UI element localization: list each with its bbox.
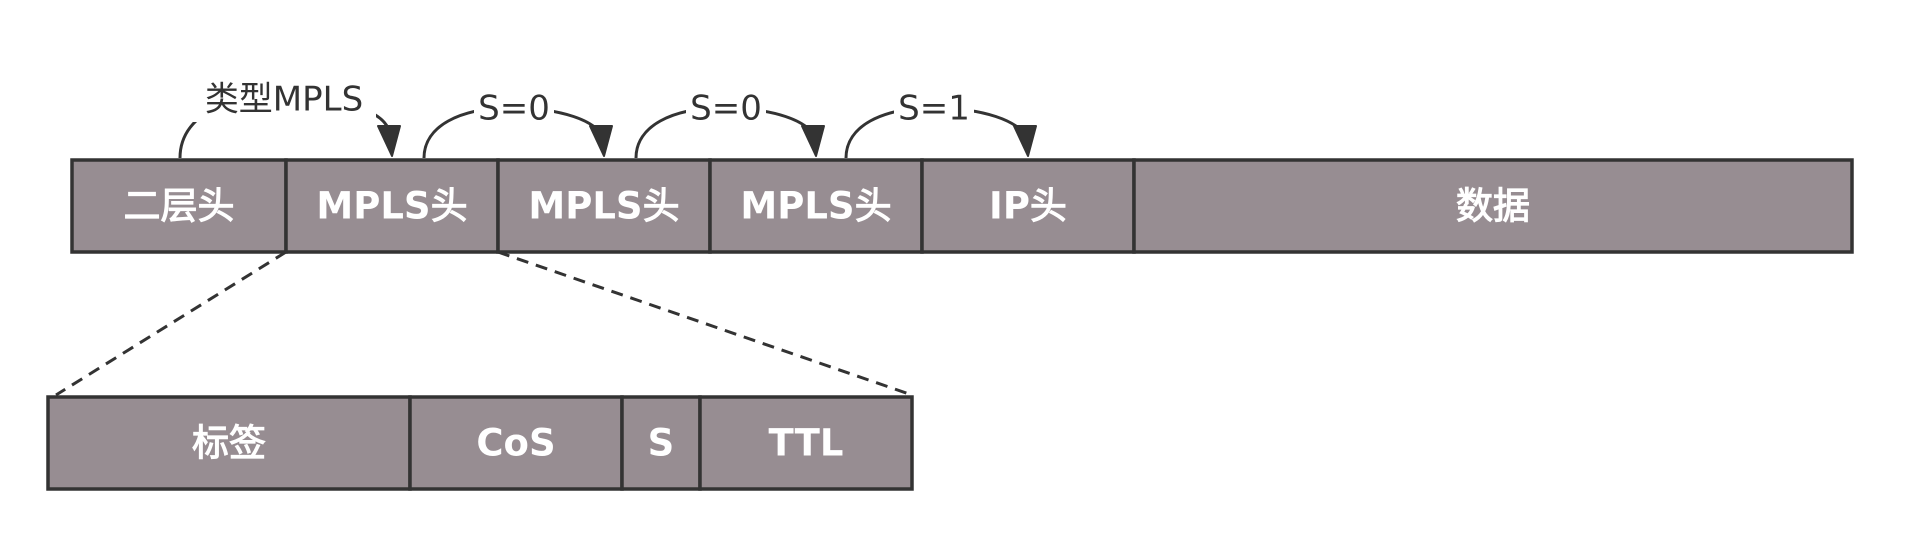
packet-field-mpls-header-2: MPLS头 <box>496 158 712 254</box>
arrow-type-mpls: 类型MPLS <box>178 78 401 159</box>
label-field-s: S <box>620 395 702 491</box>
arrowhead-icon <box>377 125 401 157</box>
arrow-label: S=1 <box>898 89 970 129</box>
label-field-label: 标签 <box>46 395 412 491</box>
label-field-ttl: TTL <box>698 395 914 491</box>
arrow-s0-second: S=0 <box>634 88 825 159</box>
packet-field-label: MPLS头 <box>740 185 891 228</box>
packet-field-label: MPLS头 <box>528 185 679 228</box>
arrowhead-icon <box>1013 125 1037 157</box>
packet-row: 二层头 MPLS头 MPLS头 MPLS头 IP头 数据 <box>70 158 1854 254</box>
label-field-text: TTL <box>769 422 844 465</box>
arrow-label: S=0 <box>478 89 550 129</box>
packet-field-label: IP头 <box>989 185 1067 228</box>
packet-field-ip-header: IP头 <box>920 158 1136 254</box>
arrowhead-icon <box>589 125 613 157</box>
zoom-line-right <box>497 250 913 397</box>
packet-field-label: MPLS头 <box>316 185 467 228</box>
arrow-label: S=0 <box>690 89 762 129</box>
label-field-text: CoS <box>476 422 555 465</box>
packet-field-label: 二层头 <box>124 185 235 228</box>
zoom-line-left <box>55 250 287 397</box>
packet-field-mpls-header-3: MPLS头 <box>708 158 924 254</box>
packet-field-l2-header: 二层头 <box>70 158 288 254</box>
label-field-cos: CoS <box>408 395 624 491</box>
label-field-text: S <box>648 422 675 465</box>
packet-field-data: 数据 <box>1132 158 1854 254</box>
arrowhead-icon <box>801 125 825 157</box>
arrow-s0-first: S=0 <box>422 88 613 159</box>
arrow-s1: S=1 <box>844 88 1037 159</box>
label-field-text: 标签 <box>192 422 266 465</box>
packet-field-label: 数据 <box>1456 185 1530 228</box>
arrow-label: 类型MPLS <box>205 80 363 120</box>
packet-field-mpls-header-1: MPLS头 <box>284 158 500 254</box>
mpls-label-header-row: 标签 CoS S TTL <box>46 395 914 491</box>
